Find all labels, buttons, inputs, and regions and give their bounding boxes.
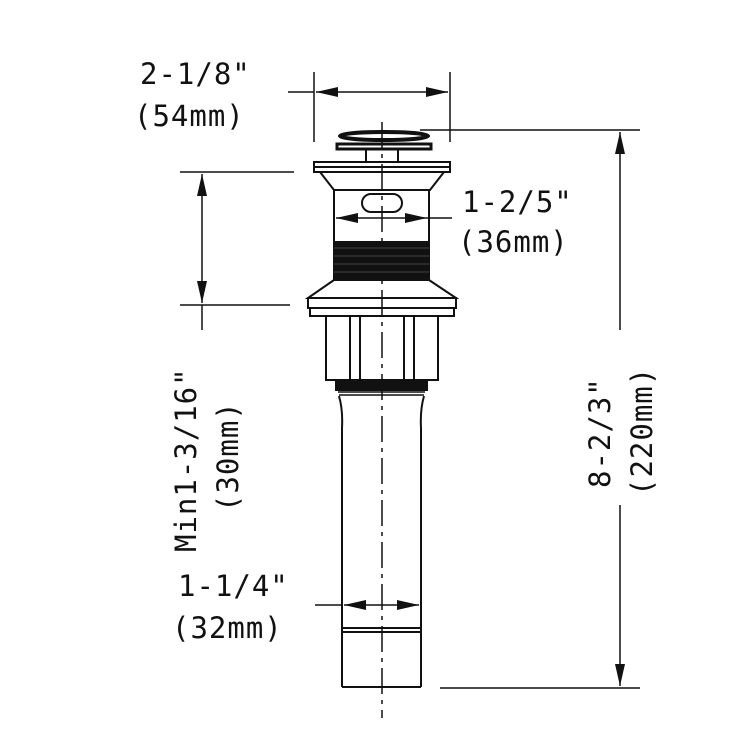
total-height-metric: (220mm) [625,367,659,496]
min-thickness-imperial: Min1-3/16" [169,367,203,552]
drain-body [333,190,430,242]
flange [313,161,451,191]
pop-up-cap [335,130,433,162]
dimension-min-thickness [180,171,294,330]
body-width-imperial: 1-2/5" [462,185,573,219]
top-width-metric: (54mm) [134,99,245,133]
total-height-imperial: 8-2/3" [583,377,617,488]
body-width-metric: (36mm) [458,225,569,259]
tail-width-imperial: 1-1/4" [178,569,289,603]
tailpiece [335,379,428,688]
dimension-total-height [420,129,640,689]
min-thickness-metric: (30mm) [211,401,245,512]
tail-width-metric: (32mm) [172,611,283,645]
overflow-slot [361,193,403,213]
top-width-imperial: 2-1/8" [140,57,251,91]
